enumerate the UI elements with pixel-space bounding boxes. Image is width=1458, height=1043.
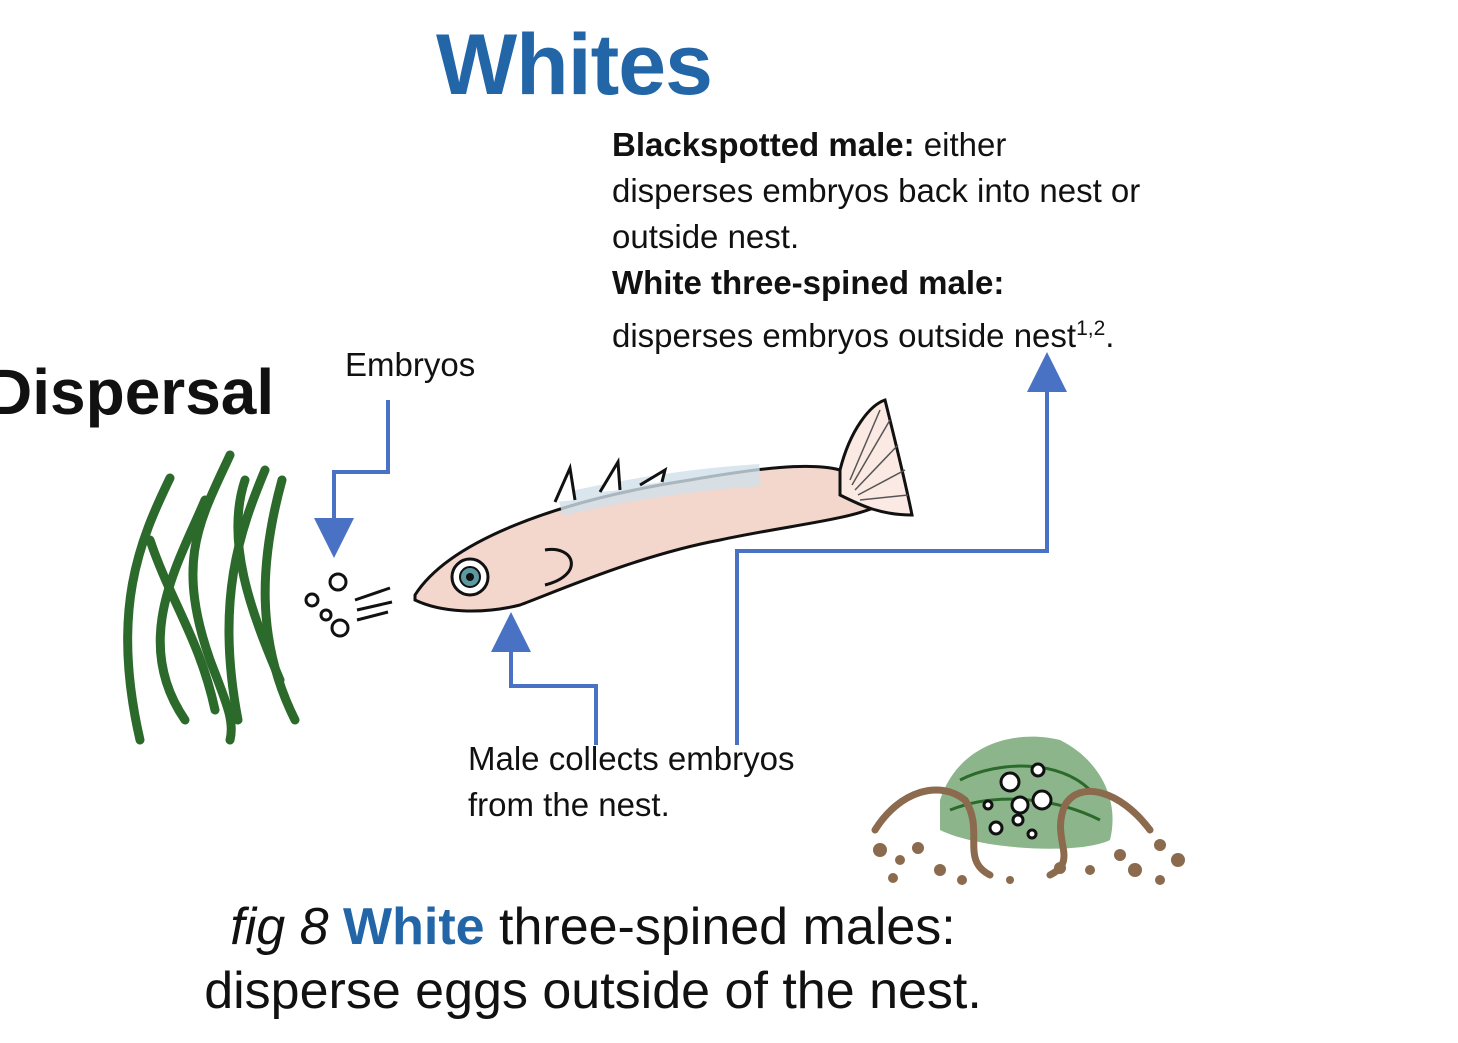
info-text: Blackspotted male: either disperses embr… [612, 122, 1252, 359]
nest-icon [873, 737, 1185, 885]
arrow-embryos [334, 400, 388, 538]
info-line-2: disperses embryos back into nest or [612, 168, 1252, 214]
info-line-5: disperses embryos outside nest1,2. [612, 306, 1252, 359]
figure-caption: fig 8 White three-spined males: disperse… [0, 895, 1186, 1023]
section-heading: Dispersal [0, 360, 274, 424]
citation-superscript: 1,2 [1076, 317, 1105, 340]
info-line-4: White three-spined male: [612, 260, 1252, 306]
info-line-1: Blackspotted male: either [612, 122, 1252, 168]
embryo-bubbles-icon [306, 574, 392, 636]
info-line-3: outside nest. [612, 214, 1252, 260]
collect-label: Male collects embryos from the nest. [468, 736, 794, 828]
caption-line-1: fig 8 White three-spined males: [0, 895, 1186, 959]
caption-line-2: disperse eggs outside of the nest. [0, 959, 1186, 1023]
seaweed-icon [128, 455, 295, 740]
stickleback-fish-icon [415, 400, 912, 611]
embryos-label: Embryos [345, 346, 475, 384]
page-title: Whites [436, 22, 712, 108]
arrow-collect [511, 632, 596, 745]
